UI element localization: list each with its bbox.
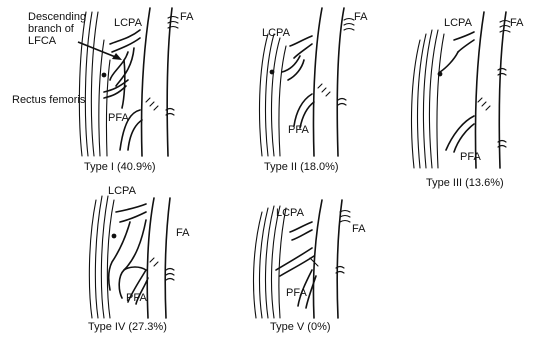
pfa-vessel [294,84,330,128]
femoral-artery [313,200,342,318]
pfa-vessel [446,98,490,152]
pfa-label: PFA [288,124,309,136]
pfa-label: PFA [460,151,481,163]
panel-type-3: LCPA FA PFA Type III (13.6%) [412,12,525,189]
pfa-label: PFA [286,287,307,299]
rectus-femoris-label: Rectus femoris [12,94,86,106]
lcpa-label: LCPA [276,207,305,219]
pfa-vessel [298,258,318,308]
panel-type-1: Descending branch of LFCA LCPA FA Rectus… [12,8,194,173]
panel-type-4: LCPA FA PFA Type IV (27.3%) [88,185,190,333]
pfa-vessel [120,98,158,150]
lcpa-label: LCPA [114,17,143,29]
fa-label: FA [354,11,368,23]
femoral-artery [142,8,172,156]
type-caption: Type V (0%) [270,321,331,333]
rectus-femoris-muscle-fibers [254,206,286,318]
type-caption: Type IV (27.3%) [88,321,167,333]
fa-label: FA [352,223,366,235]
fa-label: FA [180,11,194,23]
descending-branch-label-l3: LFCA [28,35,57,47]
femoral-artery [475,12,506,168]
perforator-dot [102,73,107,78]
rectus-femoris-muscle-fibers [260,34,286,156]
lcpa-vessel [282,36,312,80]
pfa-label: PFA [126,292,147,304]
lcpa-vessel [440,32,474,72]
pfa-label: PFA [108,112,129,124]
fa-label: FA [510,17,524,29]
type-caption: Type III (13.6%) [426,177,504,189]
descending-branch-label-l1: Descending [28,11,86,23]
femoral-artery [147,198,170,318]
descending-branch-diagonal [276,248,314,276]
descending-branch-loop [109,220,146,298]
rectus-femoris-muscle-fibers [79,12,110,156]
lcpa-vessel [290,222,312,240]
lcpa-vessel [116,204,146,222]
perforator-dot [438,72,443,77]
femoral-artery [313,8,344,156]
lcpa-label: LCPA [262,27,291,39]
lcpa-label: LCPA [444,17,473,29]
panel-type-2: LCPA FA PFA Type II (18.0%) [260,8,369,173]
panel-type-5: LCPA FA PFA Type V (0%) [254,200,367,333]
vein-marks [166,269,174,281]
fa-label: FA [176,227,190,239]
rectus-femoris-muscle-fibers [89,196,114,318]
perforator-dot [270,70,275,75]
perforator-dot [112,234,117,239]
lcpa-label: LCPA [108,185,137,197]
rectus-femoris-muscle-fibers [412,30,444,168]
type-caption: Type II (18.0%) [264,161,339,173]
pointer-arrow [78,42,118,58]
type-caption: Type I (40.9%) [84,161,156,173]
descending-branch-label-l2: branch of [28,23,75,35]
